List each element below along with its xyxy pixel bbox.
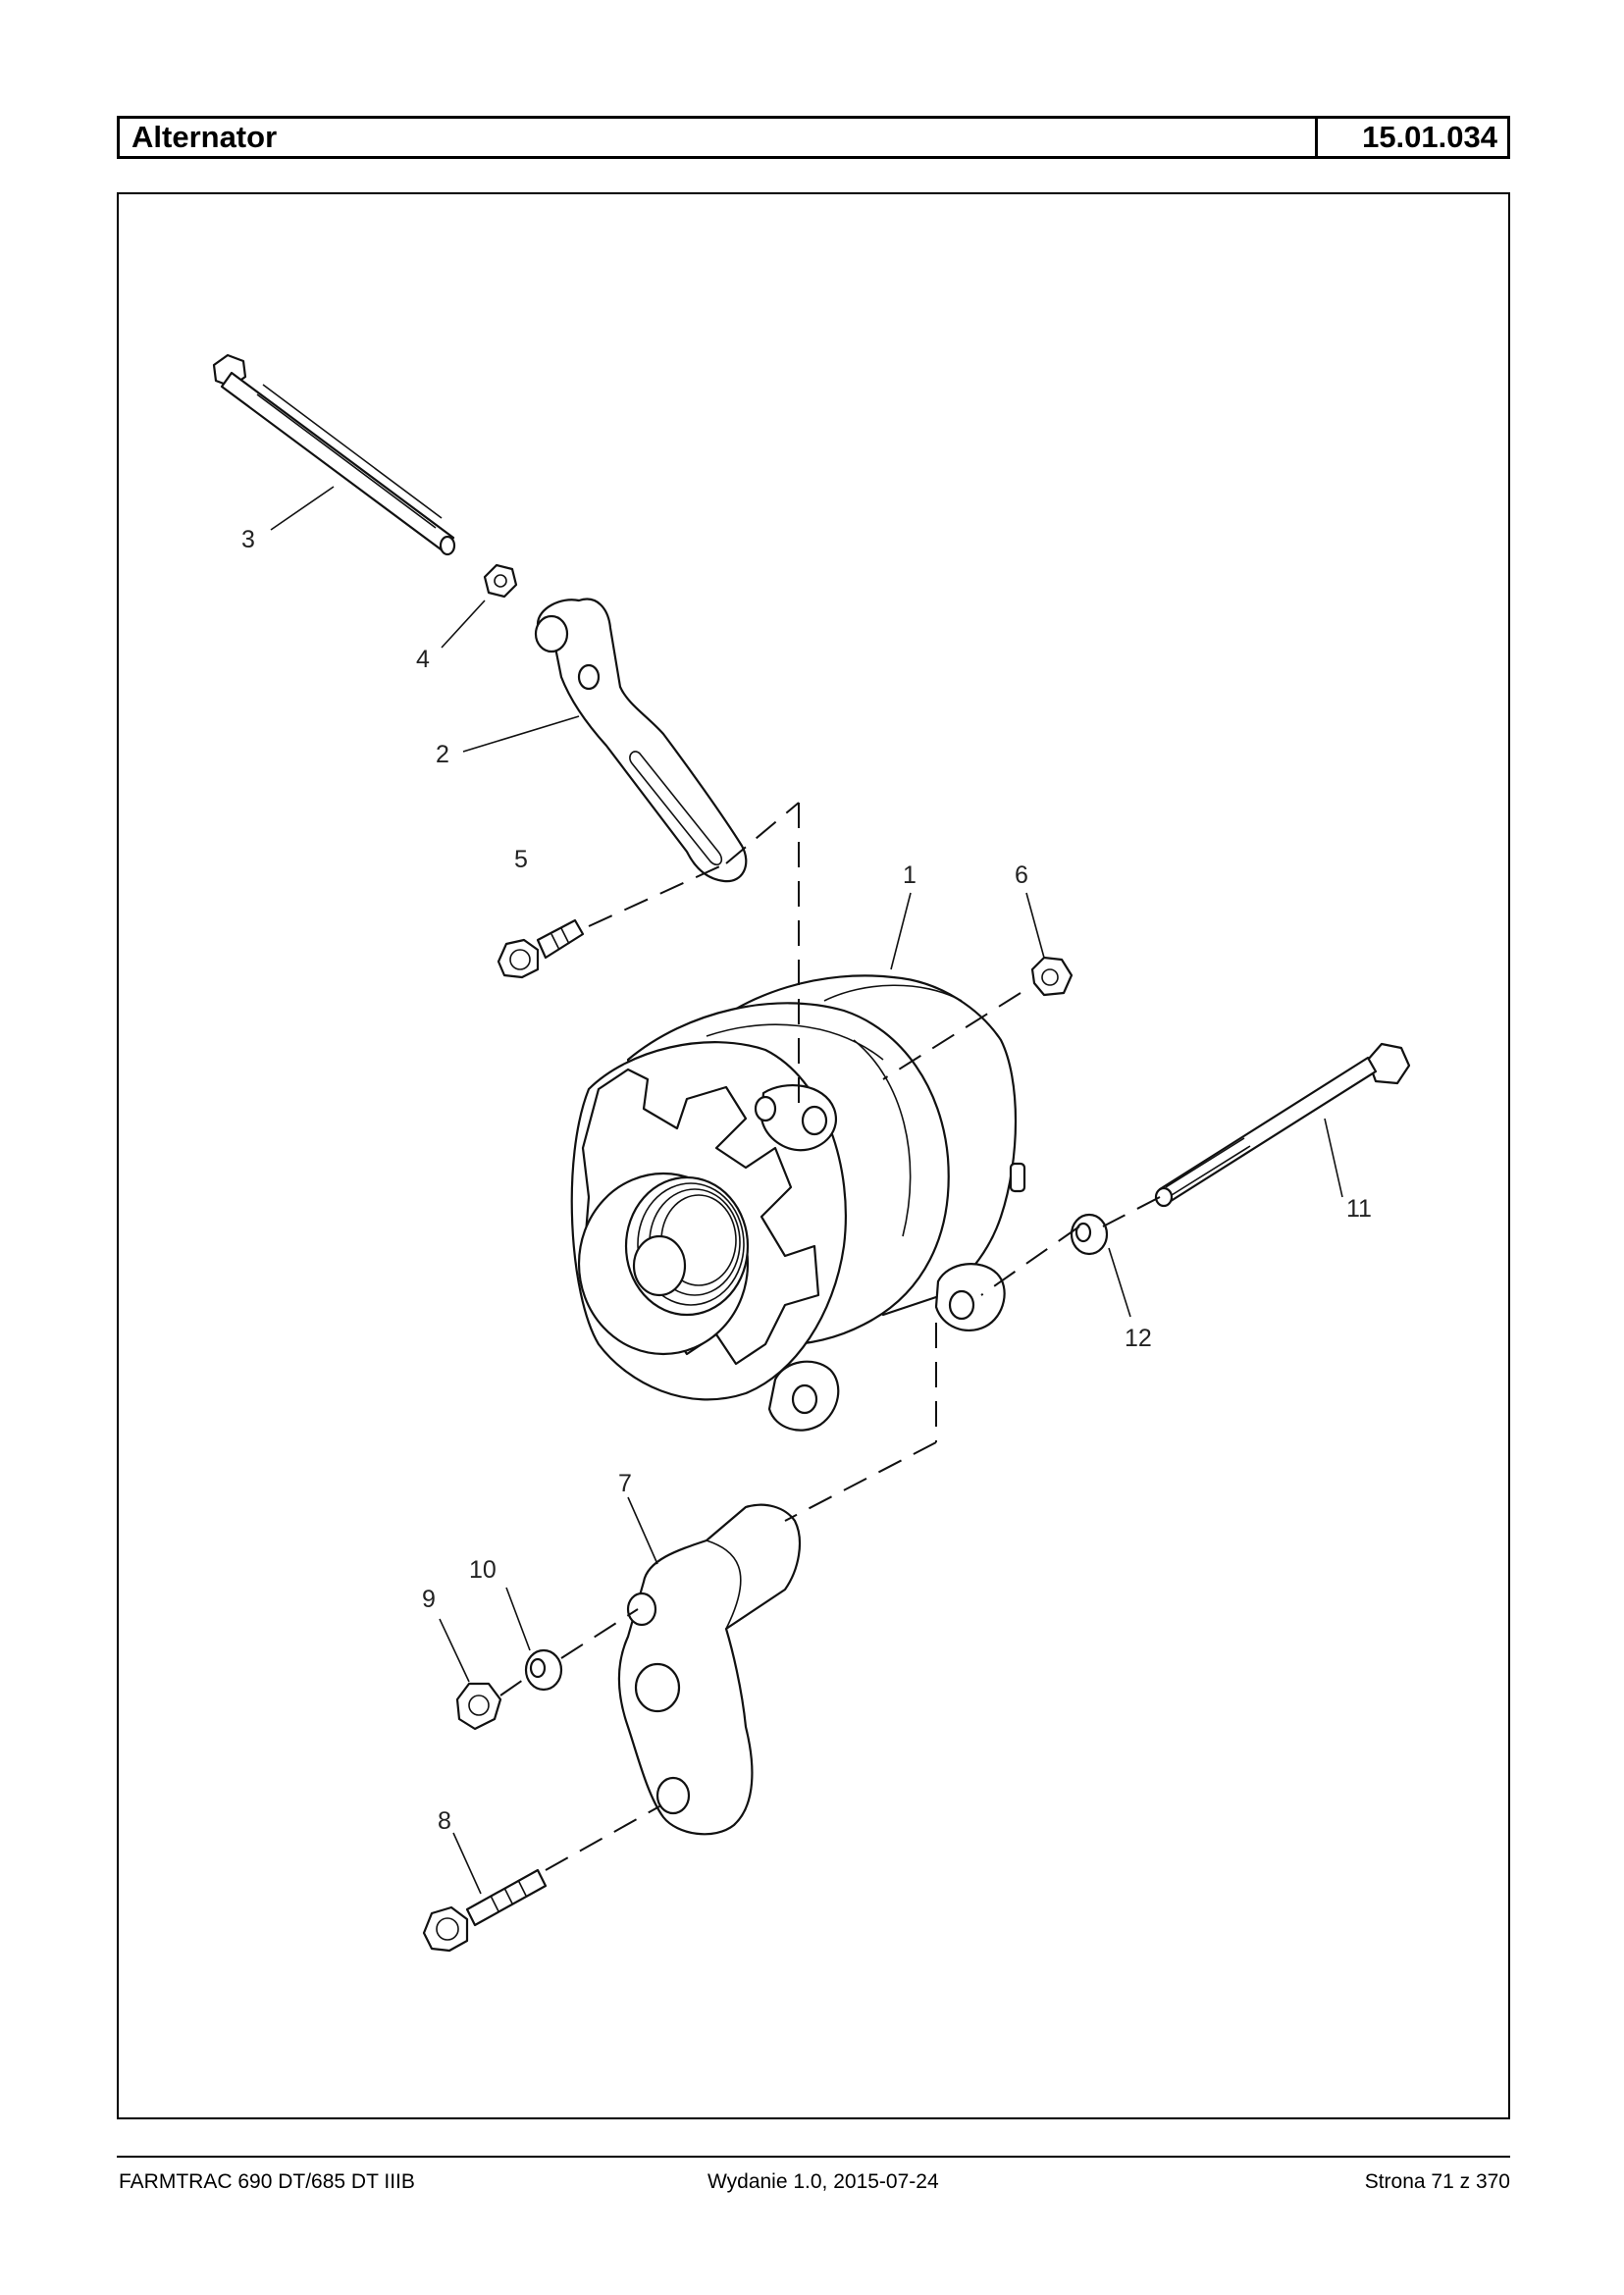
part-3-long-bolt — [212, 353, 456, 556]
callout-3: 3 — [241, 526, 255, 553]
diagram-frame — [117, 192, 1510, 2119]
part-2-adjusting-bracket — [534, 598, 748, 883]
part-11-long-bolt — [1154, 1042, 1411, 1208]
part-4-nut — [483, 563, 518, 599]
callout-9: 9 — [422, 1586, 436, 1613]
callout-11: 11 — [1346, 1195, 1372, 1223]
footer-edition: Wydanie 1.0, 2015-07-24 — [707, 2170, 939, 2193]
callout-1: 1 — [903, 861, 917, 889]
callouts: 1 2 3 4 5 6 7 8 9 10 11 12 — [241, 526, 1372, 1835]
part-5-bolt — [497, 918, 585, 979]
part-10-washer — [524, 1648, 563, 1692]
leader-lines — [270, 486, 1343, 1895]
callout-10: 10 — [469, 1556, 497, 1584]
callout-4: 4 — [416, 646, 430, 673]
callout-2: 2 — [436, 741, 449, 768]
page-title: Alternator — [131, 120, 278, 154]
part-1-alternator — [570, 974, 1026, 1432]
footer-model: FARMTRAC 690 DT/685 DT IIIB — [119, 2170, 415, 2193]
callout-7: 7 — [618, 1470, 632, 1497]
part-8-bolt — [422, 1868, 548, 1953]
callout-12: 12 — [1125, 1325, 1152, 1352]
part-9-nut — [455, 1682, 502, 1731]
callout-6: 6 — [1015, 861, 1028, 889]
callout-5: 5 — [514, 846, 528, 873]
footer-page-number: Strona 71 z 370 — [1364, 2170, 1510, 2193]
assembly-lines — [499, 802, 1161, 1871]
page-header: Alternator 15.01.034 — [117, 116, 1510, 159]
callout-8: 8 — [438, 1807, 451, 1835]
section-code: 15.01.034 — [1315, 119, 1507, 156]
part-7-mounting-bracket — [617, 1503, 802, 1836]
part-12-washer — [1070, 1213, 1109, 1256]
footer-rule — [117, 2156, 1510, 2158]
part-6-nut — [1030, 956, 1074, 997]
